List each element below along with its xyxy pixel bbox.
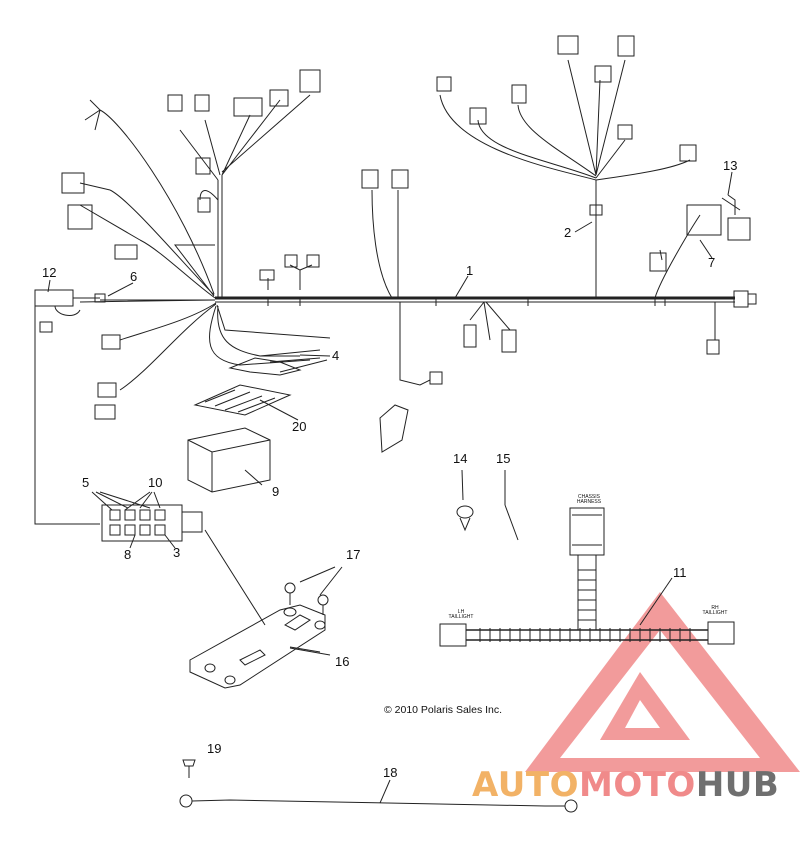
rear-harness [439, 507, 735, 647]
label-sheet [193, 384, 292, 416]
callout-14: 14 [453, 451, 468, 466]
tag-rh-taillight: RH TAILLIGHT [702, 605, 728, 616]
watermark-part-3: HUB [695, 765, 780, 805]
ground-cable [179, 759, 578, 813]
callout-15: 15 [496, 451, 511, 466]
battery [187, 427, 271, 493]
callout-13: 13 [723, 158, 738, 173]
callout-1: 1 [466, 263, 474, 278]
callout-16: 16 [335, 654, 350, 669]
watermark-part-1: AUTO [472, 765, 579, 805]
callout-10: 10 [148, 475, 163, 490]
fuse-box [91, 491, 203, 549]
leader-lines [47, 171, 733, 656]
callout-7: 7 [708, 255, 716, 270]
callout-11: 11 [673, 565, 687, 580]
callout-12: 12 [42, 265, 57, 280]
watermark-part-2: MOTO [578, 765, 696, 805]
callout-9: 9 [272, 484, 280, 499]
callout-5: 5 [82, 475, 90, 490]
watermark-text: AUTOMOTOHUB [472, 768, 779, 802]
callout-6: 6 [130, 269, 138, 284]
relay-assembly [34, 289, 106, 525]
connectors [39, 35, 751, 453]
callout-2: 2 [564, 225, 572, 240]
tag-chassis-harness: CHASSIS HARNESS [576, 494, 602, 505]
callout-3: 3 [173, 545, 181, 560]
tag-lh-taillight: LH TAILLIGHT [448, 609, 474, 620]
callout-19: 19 [207, 741, 222, 756]
callout-17: 17 [346, 547, 361, 562]
copyright-text: © 2010 Polaris Sales Inc. [384, 704, 503, 716]
callout-4: 4 [332, 348, 340, 363]
callout-18: 18 [383, 765, 398, 780]
clip-and-tie [456, 469, 519, 541]
mounting-plate [189, 529, 343, 689]
main-harness [79, 59, 757, 391]
fuse-holders [228, 349, 321, 376]
callout-8: 8 [124, 547, 132, 562]
watermark-logo [525, 592, 800, 772]
callout-20: 20 [292, 419, 307, 434]
